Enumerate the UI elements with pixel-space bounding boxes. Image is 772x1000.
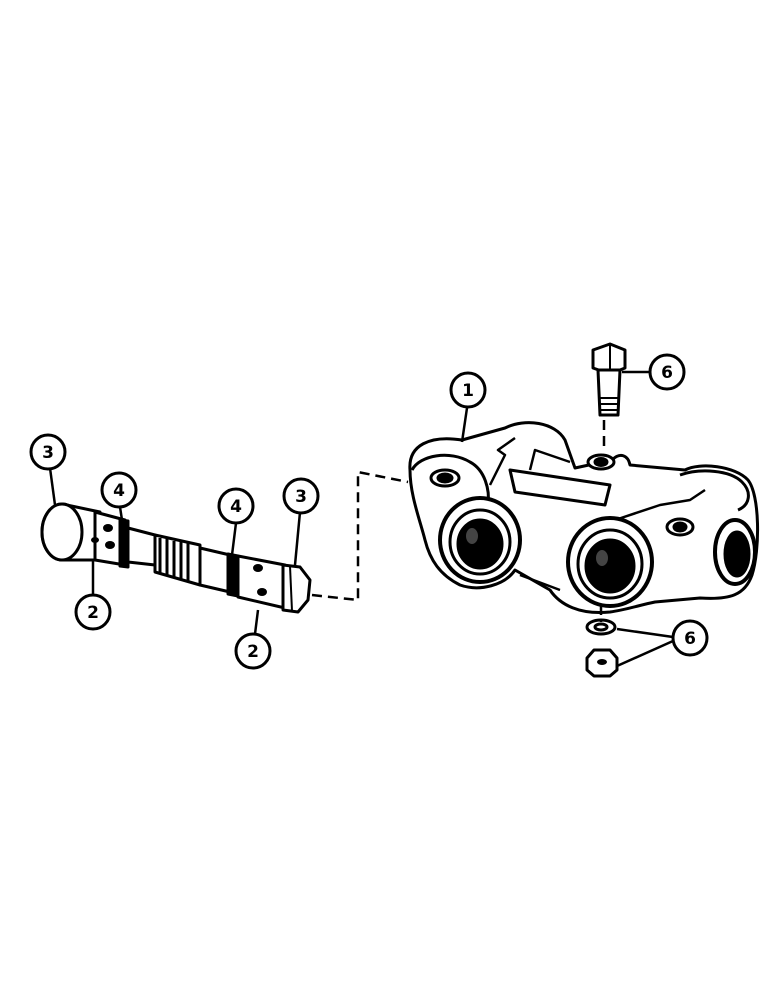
hex-nut bbox=[585, 648, 619, 678]
valve-body bbox=[408, 421, 760, 615]
spool-cartridge bbox=[40, 502, 312, 614]
assembly-lines bbox=[311, 420, 606, 622]
callout-label-6-bottom: 6 bbox=[684, 629, 696, 649]
callout-3-right: 3 bbox=[282, 477, 320, 515]
callout-label-3-right: 3 bbox=[295, 487, 307, 507]
callout-2-right: 2 bbox=[234, 632, 272, 670]
callout-label-4-left: 4 bbox=[113, 481, 125, 501]
callout-label-4-right: 4 bbox=[230, 497, 242, 517]
lock-washer bbox=[585, 618, 617, 636]
leader-lines bbox=[48, 370, 674, 668]
callout-label-3-left: 3 bbox=[42, 443, 54, 463]
callout-6-bottom: 6 bbox=[671, 619, 709, 657]
callout-1: 1 bbox=[449, 371, 487, 409]
callout-label-6-top: 6 bbox=[661, 363, 673, 383]
callout-2-left: 2 bbox=[74, 593, 112, 631]
callout-3-left: 3 bbox=[29, 433, 67, 471]
bolt bbox=[591, 342, 627, 417]
callout-4-left: 4 bbox=[100, 471, 138, 509]
callout-label-2-left: 2 bbox=[87, 603, 99, 623]
callout-4-right: 4 bbox=[217, 487, 255, 525]
callout-6-top: 6 bbox=[648, 353, 686, 391]
callout-label-1: 1 bbox=[462, 381, 474, 401]
callout-label-2-right: 2 bbox=[247, 642, 259, 662]
